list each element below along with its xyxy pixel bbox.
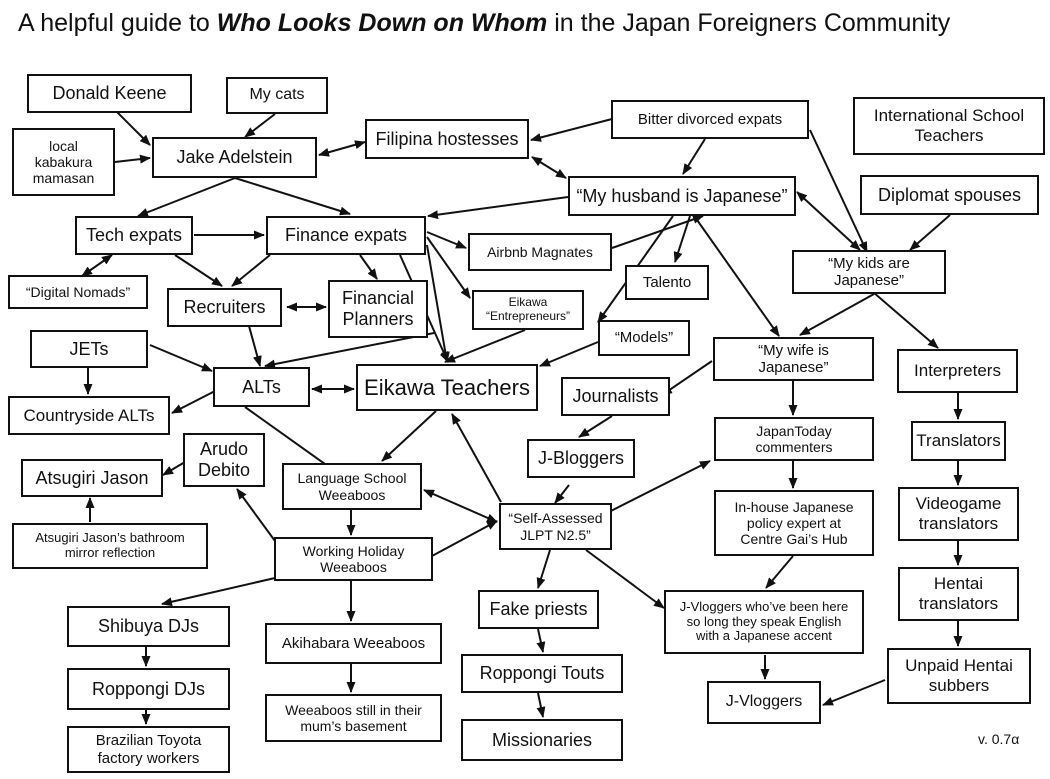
- node-fake-priests: Fake priests: [478, 590, 599, 629]
- arrow-10: [796, 191, 861, 251]
- node-my-husband-is-japanese: “My husband is Japanese”: [568, 176, 796, 216]
- node-my-kids-are-japanese: “My kids are Japanese”: [792, 250, 946, 294]
- arrow-15: [81, 254, 113, 277]
- node-donald-keene: Donald Keene: [27, 74, 192, 113]
- arrow-12: [137, 177, 236, 217]
- title-emphasis: Who Looks Down on Whom: [216, 9, 548, 37]
- node-atsugiri-jason-mirror-reflection: Atsugiri Jason’s bathroom mirror reflect…: [12, 523, 208, 569]
- node-working-holiday-weeaboos: Working Holiday Weeaboos: [274, 537, 433, 581]
- arrow-17: [231, 254, 271, 287]
- node-weeaboos-basement: Weeaboos still in their mum’s basement: [265, 694, 442, 742]
- node-hentai-translators: Hentai translators: [898, 567, 1019, 621]
- arrow-23: [673, 215, 691, 263]
- arrow-26: [799, 293, 875, 336]
- arrow-47: [822, 679, 886, 706]
- arrow-41: [578, 415, 613, 438]
- arrow-4: [318, 140, 366, 157]
- node-recruiters: Recruiters: [167, 288, 282, 327]
- arrow-53: [423, 489, 498, 523]
- node-self-assessed-jlpt: “Self-Assessed JLPT N2.5”: [499, 503, 612, 550]
- arrow-60: [765, 555, 794, 589]
- node-airbnb-magnates: Airbnb Magnates: [468, 233, 612, 271]
- node-j-bloggers: J-Bloggers: [527, 439, 635, 478]
- node-my-cats: My cats: [226, 77, 328, 114]
- arrow-21: [426, 236, 471, 299]
- arrow-3: [114, 154, 151, 164]
- title-suffix: in the Japan Foreigners Community: [547, 9, 951, 37]
- arrow-37: [171, 390, 216, 414]
- node-eikawa-entrepreneurs: Eikawa “Entrepreneurs”: [472, 290, 584, 330]
- page-title: A helpful guide to Who Looks Down on Who…: [18, 8, 1038, 38]
- node-local-kabakura-mamasan: local kabakura mamasan: [12, 128, 115, 196]
- arrow-58: [585, 549, 665, 609]
- node-my-wife-is-japanese: “My wife is Japanese”: [713, 337, 874, 381]
- arrow-9: [909, 214, 951, 251]
- arrow-55: [451, 413, 502, 503]
- node-videogame-translators: Videogame translators: [898, 487, 1019, 541]
- node-jets: JETs: [30, 330, 148, 368]
- version-label: v. 0.7α: [978, 731, 1020, 747]
- arrow-6: [531, 156, 567, 179]
- node-interpreters: Interpreters: [897, 349, 1018, 393]
- node-j-vloggers-accent: J-Vloggers who’ve been here so long they…: [664, 590, 864, 654]
- node-akihabara-weeaboos: Akihabara Weeaboos: [265, 623, 442, 664]
- arrow-36: [661, 360, 713, 396]
- arrow-25: [689, 209, 780, 337]
- node-countryside-alts: Countryside ALTs: [8, 396, 170, 435]
- node-unpaid-hentai-subbers: Unpaid Hentai subbers: [887, 648, 1031, 704]
- node-alts: ALTs: [213, 367, 310, 407]
- node-jake-adelstein: Jake Adelstein: [152, 137, 317, 178]
- node-roppongi-touts: Roppongi Touts: [461, 654, 623, 693]
- arrow-30: [149, 344, 213, 372]
- arrow-34: [539, 341, 599, 367]
- arrow-28: [426, 244, 450, 363]
- arrow-64: [161, 577, 276, 607]
- node-digital-nomads: “Digital Nomads”: [8, 275, 148, 309]
- node-language-school-weeaboos: Language School Weeaboos: [282, 463, 422, 510]
- arrow-1: [114, 109, 151, 146]
- arrow-5: [530, 118, 613, 142]
- node-international-school-teachers: International School Teachers: [853, 97, 1045, 155]
- node-tech-expats: Tech expats: [75, 216, 193, 255]
- node-shibuya-djs: Shibuya DJs: [67, 606, 230, 647]
- node-arudo-debito: Arudo Debito: [183, 433, 265, 487]
- arrow-56: [536, 549, 551, 589]
- node-finance-expats: Finance expats: [266, 216, 426, 255]
- title-prefix: A helpful guide to: [18, 9, 217, 37]
- arrow-63: [536, 692, 546, 718]
- node-japantoday-commenters: JapanToday commenters: [714, 417, 874, 461]
- node-roppongi-djs: Roppongi DJs: [67, 668, 230, 710]
- node-in-house-japanese-policy-expert: In-house Japanese policy expert at Centr…: [714, 490, 874, 556]
- node-missionaries: Missionaries: [461, 719, 623, 761]
- node-talento: Talento: [625, 265, 709, 300]
- node-j-vloggers: J-Vloggers: [707, 681, 821, 724]
- arrow-33: [444, 329, 526, 363]
- node-journalists: Journalists: [561, 377, 670, 416]
- arrow-16: [174, 254, 223, 287]
- arrow-2: [244, 113, 276, 138]
- node-bitter-divorced-expats: Bitter divorced expats: [611, 100, 809, 139]
- node-translators: Translators: [911, 421, 1006, 461]
- arrow-13: [234, 177, 351, 216]
- node-financial-planners: Financial Planners: [328, 280, 428, 338]
- arrow-11: [427, 196, 569, 220]
- node-eikawa-teachers: Eikawa Teachers: [356, 364, 538, 411]
- arrow-27: [872, 291, 939, 349]
- arrow-7: [682, 138, 706, 175]
- arrow-31: [248, 325, 262, 367]
- arrow-50: [236, 488, 276, 542]
- arrow-62: [536, 628, 546, 653]
- node-filipina-hostesses: Filipina hostesses: [365, 119, 529, 159]
- arrow-18: [359, 254, 378, 280]
- node-atsugiri-jason: Atsugiri Jason: [21, 459, 163, 497]
- arrow-52: [431, 520, 498, 557]
- node-models: “Models”: [598, 320, 690, 356]
- arrow-40: [381, 410, 437, 462]
- arrow-32: [264, 332, 435, 369]
- arrow-20: [426, 231, 467, 249]
- node-brazilian-toyota-factory-workers: Brazilian Toyota factory workers: [67, 726, 230, 773]
- node-diplomat-spouses: Diplomat spouses: [860, 175, 1039, 215]
- arrow-54: [554, 484, 570, 504]
